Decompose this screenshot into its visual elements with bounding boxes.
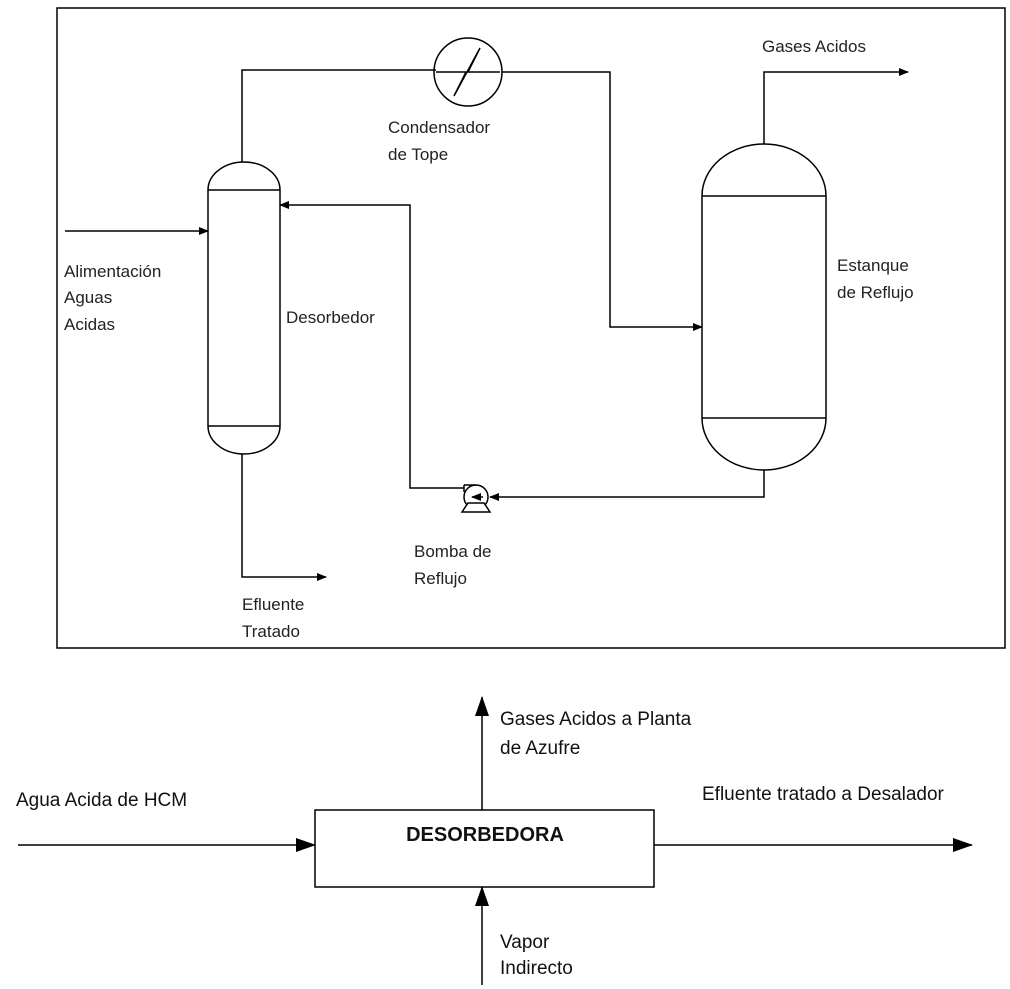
label-bomba-2: Reflujo (414, 569, 467, 588)
label-alimentacion-3: Acidas (64, 315, 115, 334)
label-efluente-1: Efluente (242, 595, 304, 614)
condenser-outlet-line (502, 71, 703, 331)
label-alimentacion-1: Alimentación (64, 262, 161, 281)
label-gases-planta-1: Gases Acidos a Planta (500, 709, 692, 730)
label-alimentacion-2: Aguas (64, 288, 112, 307)
label-desorbedor: Desorbedor (286, 308, 375, 327)
upper-diagram-frame (56, 7, 1006, 649)
label-agua-acida: Agua Acida de HCM (16, 790, 187, 811)
label-vapor-1: Vapor (500, 932, 550, 953)
reflux-line (279, 201, 464, 489)
overhead-line (241, 69, 436, 162)
condenser-icon (433, 37, 503, 107)
label-desorbedora: DESORBEDORA (406, 824, 564, 846)
desorbedor-column (207, 161, 281, 455)
label-gases-acidos: Gases Acidos (762, 37, 866, 56)
label-vapor-2: Indirecto (500, 958, 573, 979)
acid-gas-line (763, 68, 909, 144)
label-efluente-2: Tratado (242, 622, 300, 641)
label-estanque-2: de Reflujo (837, 283, 914, 302)
upper-piping (65, 68, 909, 581)
label-condensador-1: Condensador (388, 118, 490, 137)
label-bomba-1: Bomba de (414, 542, 492, 561)
label-efluente-desalador: Efluente tratado a Desalador (702, 784, 945, 805)
upper-diagram: Gases Acidos Condensador de Tope Aliment… (56, 7, 1006, 649)
lower-diagram: DESORBEDORA Agua Acida de HCM Gases Acid… (16, 696, 973, 985)
reflux-drum (701, 143, 827, 471)
label-condensador-2: de Tope (388, 145, 448, 164)
drum-bottom-line (489, 470, 765, 501)
label-estanque-1: Estanque (837, 256, 909, 275)
label-gases-planta-2: de Azufre (500, 738, 580, 759)
pump-icon (460, 484, 492, 513)
treated-effluent-line (241, 454, 327, 581)
desorbedora-box (314, 809, 655, 888)
